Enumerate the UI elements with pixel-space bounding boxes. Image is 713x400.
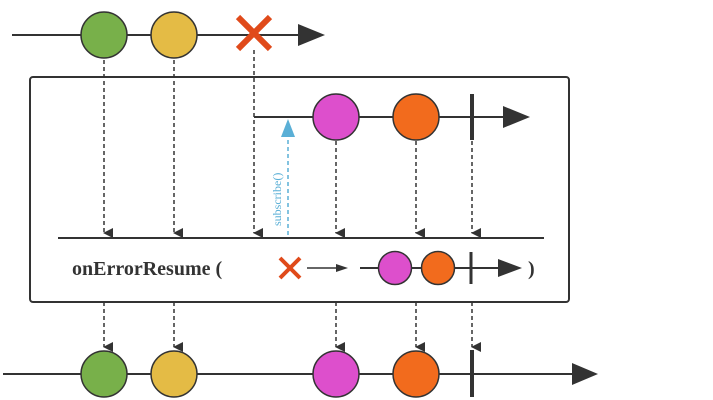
arrowhead-icon	[503, 106, 530, 128]
subscribe-arrow	[281, 119, 295, 235]
source-yellow-marble	[150, 11, 198, 59]
result-yellow-marble	[150, 350, 198, 398]
small-arrow-icon	[307, 264, 348, 272]
operator-label: onErrorResume (	[72, 258, 222, 280]
result-orange-marble	[392, 350, 440, 398]
subscribe-label: subscribe()	[270, 173, 284, 226]
arrowhead-icon	[498, 259, 522, 277]
x-mark-icon	[278, 256, 302, 280]
fallback-timeline	[254, 93, 530, 141]
dashed-connectors	[103, 50, 481, 352]
fallback-magenta-marble	[312, 93, 360, 141]
result-magenta-marble	[312, 350, 360, 398]
mini-orange-marble	[420, 250, 456, 286]
x-mark-icon	[235, 14, 273, 52]
operator-close-paren: )	[528, 258, 535, 280]
source-timeline	[12, 11, 325, 59]
operator-box	[29, 76, 570, 303]
fallback-orange-marble	[392, 93, 440, 141]
result-green-marble	[80, 350, 128, 398]
arrowhead-icon	[298, 24, 325, 46]
mini-magenta-marble	[377, 250, 413, 286]
result-timeline	[3, 350, 598, 398]
source-green-marble	[80, 11, 128, 59]
arrowhead-icon	[281, 119, 295, 137]
mini-fallback-timeline	[360, 250, 522, 286]
arrowhead-icon	[572, 363, 598, 385]
